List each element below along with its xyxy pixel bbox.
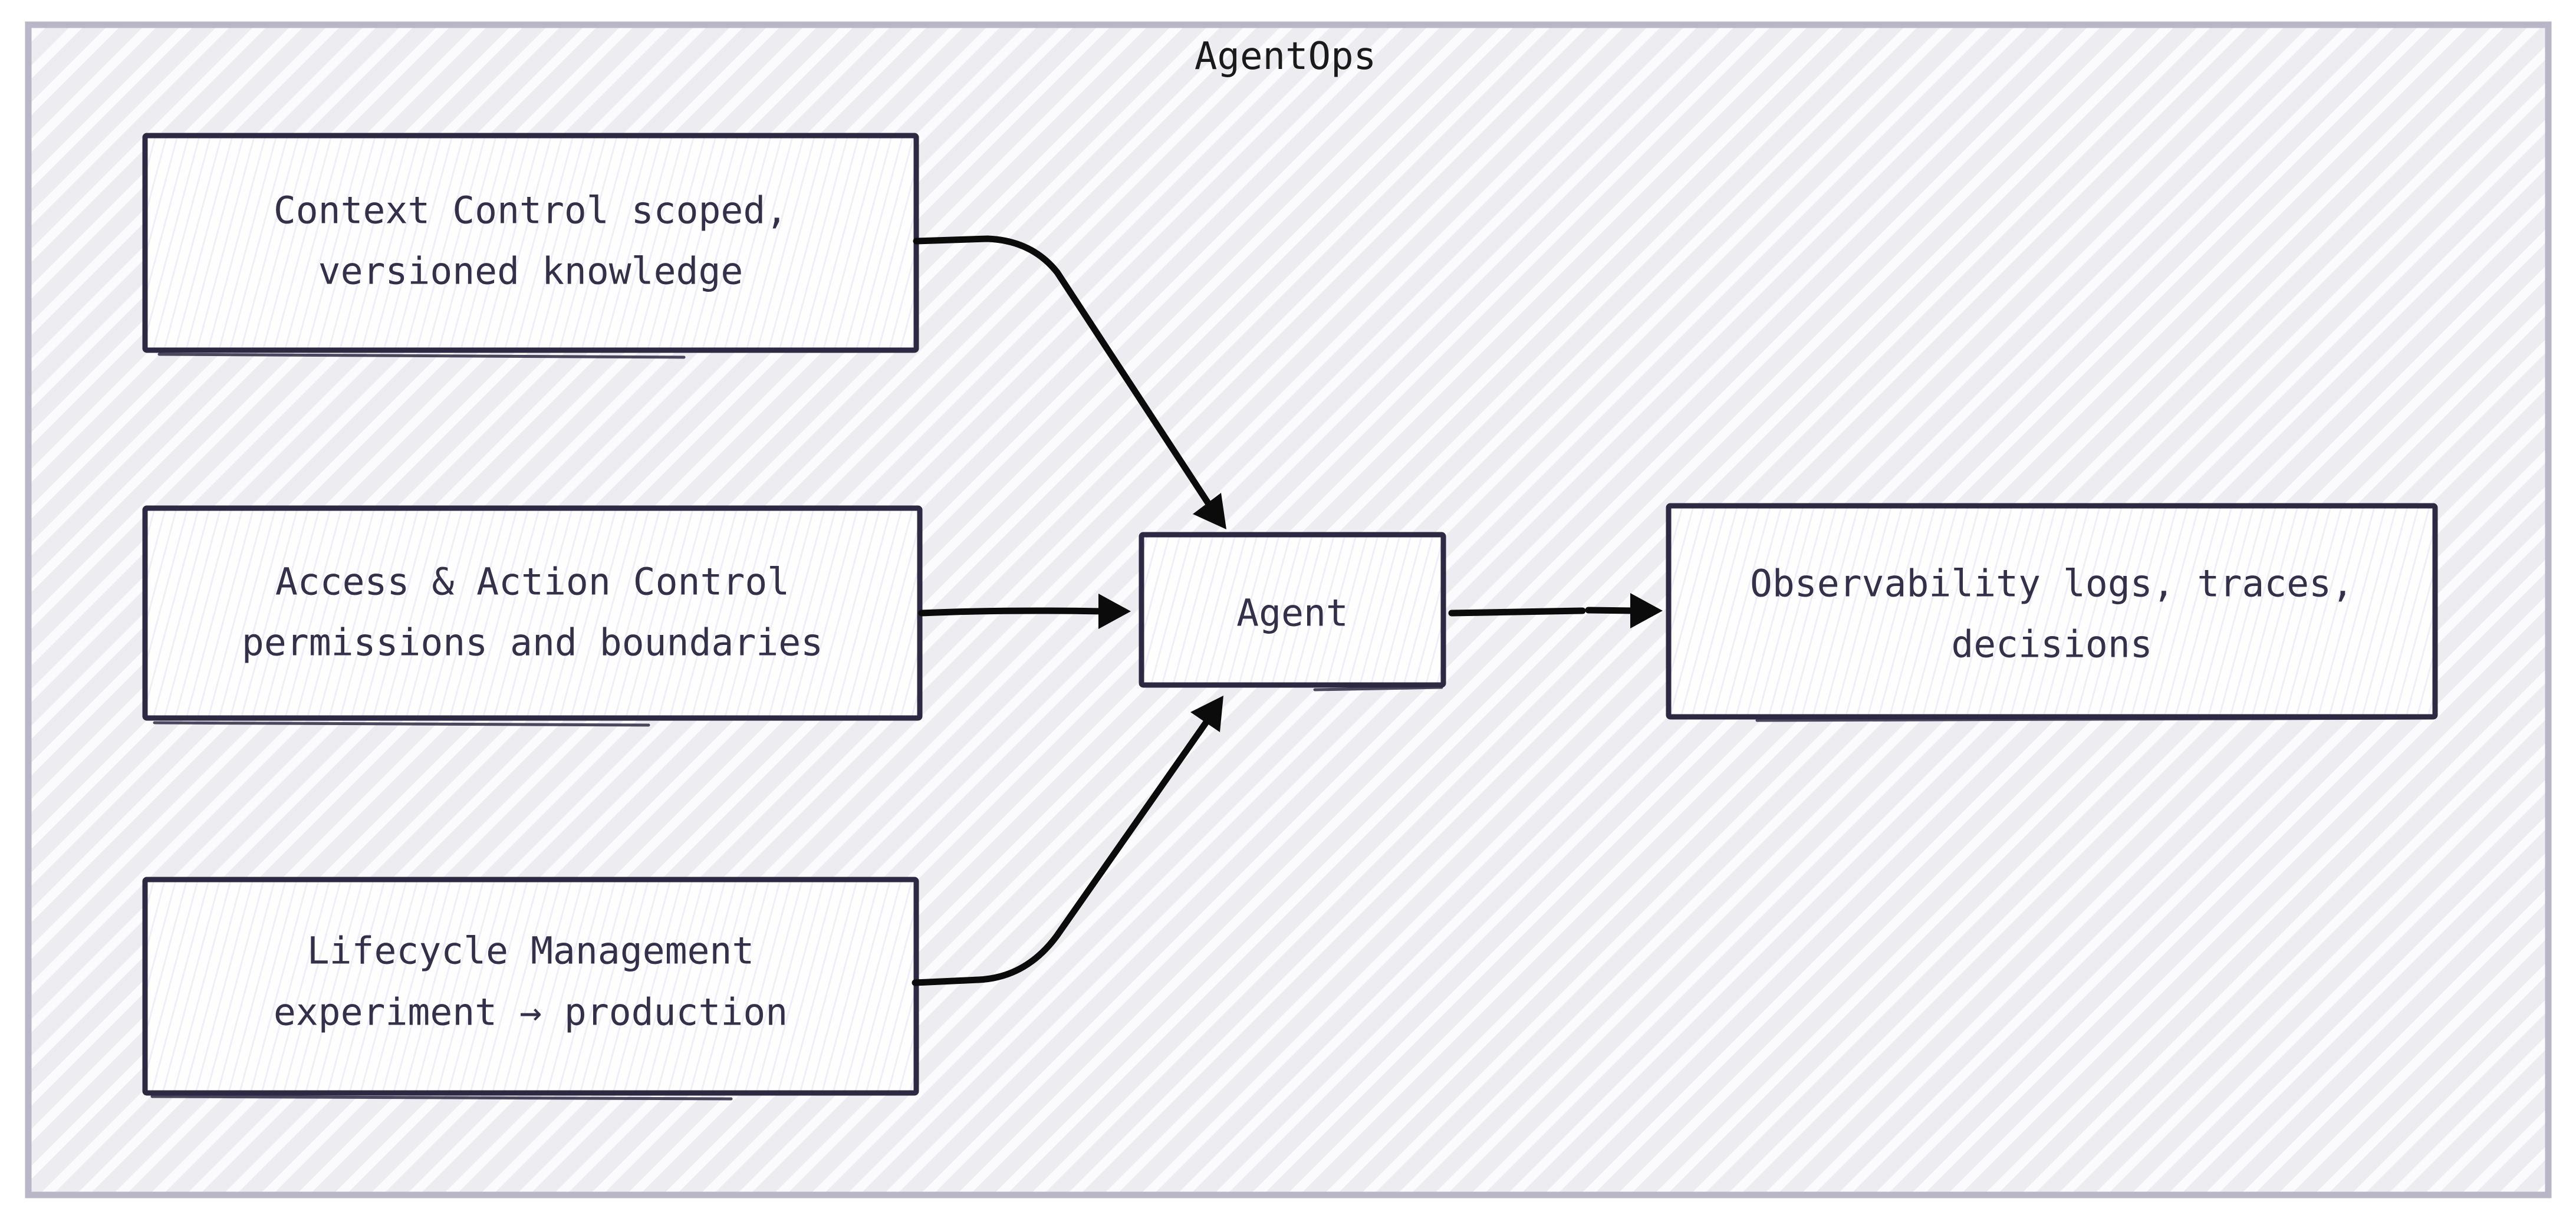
node-context-control: Context Control scoped, versioned knowle…: [142, 133, 919, 359]
diagram-title: AgentOps: [1195, 35, 1376, 78]
arrow-agent-to-observability: [1448, 593, 1663, 628]
agent-box: [1139, 532, 1446, 688]
lifecycle-management-label-line2: experiment → production: [274, 991, 788, 1034]
access-action-control-box: [142, 505, 923, 721]
agent-sketch-accent: [1313, 686, 1443, 691]
lifecycle-management-sketch-accent: [150, 1095, 733, 1101]
node-observability: Observability logs, traces, decisions: [1666, 503, 2438, 722]
node-access-action-control: Access & Action Control permissions and …: [142, 505, 923, 727]
observability-sketch-accent: [1755, 716, 2431, 722]
observability-label-line2: decisions: [1951, 623, 2152, 666]
arrow-context-to-agent-head: [1193, 493, 1226, 529]
arrow-context-to-agent-shaft: [913, 235, 1213, 509]
arrow-access-to-agent: [918, 594, 1131, 629]
context-control-box: [142, 133, 919, 353]
arrow-access-to-agent-head: [1098, 594, 1131, 629]
arrow-lifecycle-to-agent-head: [1190, 696, 1223, 732]
context-control-label-line1: Context Control scoped,: [274, 189, 788, 232]
arrow-lifecycle-to-agent-shaft: [912, 717, 1211, 986]
context-control-label-line2: versioned knowledge: [318, 250, 743, 293]
access-action-control-sketch-accent: [153, 721, 650, 727]
lifecycle-management-box: [142, 877, 919, 1096]
access-action-control-label-line1: Access & Action Control: [275, 561, 789, 604]
observability-label-line1: Observability logs, traces,: [1750, 562, 2354, 605]
observability-box: [1666, 503, 2438, 720]
arrow-agent-to-observability-head: [1630, 593, 1663, 628]
node-lifecycle-management: Lifecycle Management experiment → produc…: [142, 877, 919, 1101]
arrow-agent-to-observability-shaft-2: [1585, 607, 1638, 614]
arrow-access-to-agent-shaft: [918, 607, 1106, 617]
agent-label: Agent: [1236, 592, 1348, 635]
arrow-lifecycle-to-agent: [912, 696, 1223, 986]
arrow-agent-to-observability-shaft-1: [1448, 607, 1586, 617]
arrow-context-to-agent: [913, 235, 1226, 529]
lifecycle-management-label-line1: Lifecycle Management: [307, 930, 755, 973]
context-control-sketch-accent: [157, 353, 686, 359]
access-action-control-label-line2: permissions and boundaries: [242, 621, 823, 664]
node-agent: Agent: [1139, 532, 1446, 691]
